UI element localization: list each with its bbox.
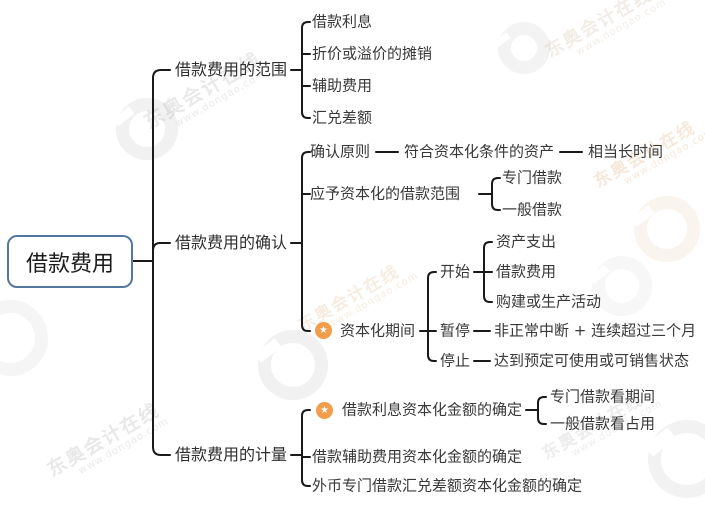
connector-suspend-stop-dashes	[473, 330, 491, 362]
node-discount-premium-amortization[interactable]: 折价或溢价的摊销	[312, 44, 433, 63]
star-icon: ★	[316, 402, 333, 419]
connector-cap-period-bracket	[419, 271, 437, 362]
root-node[interactable]: 借款费用	[7, 235, 133, 288]
connector-start-bracket	[473, 241, 493, 303]
node-ancillary-costs[interactable]: 辅助费用	[312, 76, 373, 95]
connector-branch2-stub	[152, 242, 171, 252]
connector-recognition-bracket	[290, 151, 311, 332]
node-stop-condition[interactable]: 达到预定可使用或可销售状态	[494, 351, 690, 370]
connector-cap-range-bracket	[478, 177, 501, 211]
node-suspend[interactable]: 暂停	[440, 321, 471, 340]
node-ancillary-cap-amount[interactable]: 借款辅助费用资本化金额的确定	[312, 447, 523, 466]
node-fx-cap-amount[interactable]: 外币专门借款汇兑差额资本化金额的确定	[312, 476, 583, 495]
node-special-by-period[interactable]: 专门借款看期间	[550, 387, 656, 406]
connector-main-spine	[152, 69, 171, 456]
branch-measurement[interactable]: 借款费用的计量	[175, 444, 288, 464]
connector-interest-cap-bracket	[525, 396, 547, 425]
connector-scope-bracket	[290, 21, 311, 119]
node-interest-cap-amount[interactable]: 借款利息资本化金额的确定	[342, 400, 523, 419]
root-label: 借款费用	[25, 251, 114, 277]
node-exchange-differences[interactable]: 汇兑差额	[312, 108, 373, 127]
node-asset-expenditure[interactable]: 资产支出	[496, 232, 557, 251]
node-interest[interactable]: 借款利息	[312, 12, 373, 31]
node-general-by-occupation[interactable]: 一般借款看占用	[550, 414, 656, 433]
node-long-period[interactable]: 相当长时间	[588, 142, 664, 161]
node-recognition-principle[interactable]: 确认原则	[310, 142, 371, 161]
node-borrowing-cost-incurred[interactable]: 借款费用	[496, 262, 557, 281]
node-capitalization-period[interactable]: 资本化期间	[340, 321, 416, 340]
node-qualifying-asset[interactable]: 符合资本化条件的资产	[404, 142, 555, 161]
node-special-borrowing[interactable]: 专门借款	[502, 168, 563, 187]
node-start[interactable]: 开始	[440, 262, 471, 281]
star-icon: ★	[315, 322, 332, 339]
node-capitalizable-borrowing-range[interactable]: 应予资本化的借款范围	[310, 184, 461, 203]
node-general-borrowing[interactable]: 一般借款	[502, 200, 563, 219]
branch-recognition[interactable]: 借款费用的确认	[175, 232, 288, 252]
branch-scope[interactable]: 借款费用的范围	[175, 59, 288, 79]
connector-measurement-bracket	[290, 409, 311, 487]
node-stop[interactable]: 停止	[440, 351, 471, 370]
node-construction-activity[interactable]: 购建或生产活动	[496, 292, 602, 311]
node-suspend-condition[interactable]: 非正常中断 + 连续超过三个月	[494, 321, 697, 340]
